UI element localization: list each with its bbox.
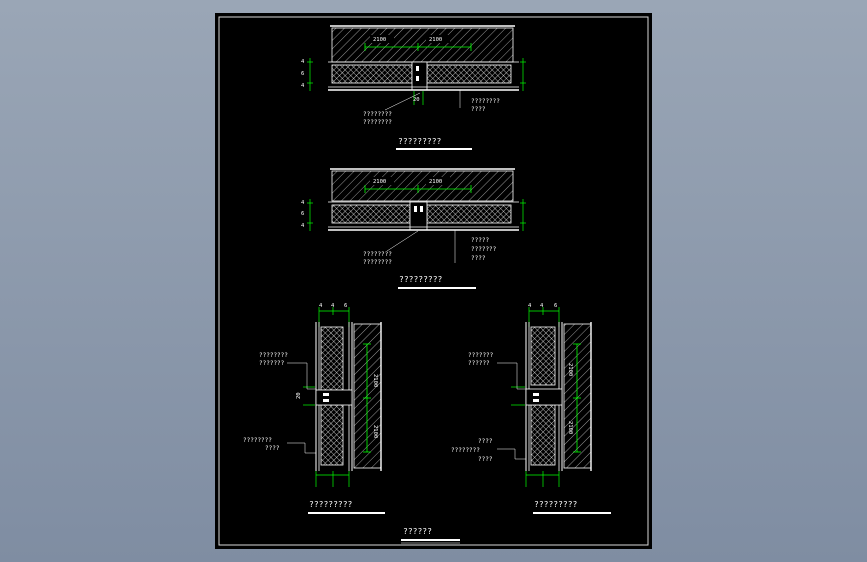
detail-3-title: ?????????: [309, 500, 353, 509]
glass-panel: [331, 64, 413, 84]
detail-4-top-dim: 4: [528, 303, 532, 309]
detail-1-note: ????????: [471, 98, 500, 105]
detail-2-small-dim: 4: [301, 200, 305, 206]
detail-3-note: ????: [265, 445, 280, 452]
detail-3-top-dim: 4: [331, 303, 335, 309]
detail-3-note: ???????: [259, 360, 285, 367]
detail-1: 2100 2100 4 6 4 20 ???????? ???????? ???…: [301, 25, 526, 150]
detail-4-note: ????: [478, 438, 493, 445]
detail-2-note: ???????: [471, 246, 497, 253]
detail-1-note: ????????: [363, 119, 392, 126]
detail-4: 4 4 6 2100 2100 ??????? ?????? ???? ????…: [451, 303, 611, 514]
detail-3-note: ????????: [259, 352, 288, 359]
detail-3-dim-top: 2100: [372, 374, 378, 387]
glass-panel: [331, 204, 411, 224]
drawing-title: ??????: [403, 527, 432, 536]
detail-3-top-dim: 6: [344, 303, 347, 309]
detail-4-top-dim: 6: [554, 303, 557, 309]
detail-3-gap: 20: [296, 392, 302, 399]
detail-3-note: ????????: [243, 437, 272, 444]
glass-panel: [320, 326, 344, 391]
detail-2-small-dim: 6: [301, 211, 304, 217]
detail-4-dim-bottom: 2100: [567, 421, 573, 434]
glass-panel: [320, 404, 344, 466]
detail-4-top-dim: 4: [540, 303, 544, 309]
detail-4-note: ??????: [468, 360, 490, 367]
detail-2-note: ?????: [471, 237, 489, 244]
detail-3-dim-bottom: 2100: [372, 425, 378, 438]
detail-1-dim-left: 2100: [373, 37, 386, 43]
detail-2-note: ????: [471, 255, 486, 262]
glass-panel: [426, 204, 512, 224]
detail-1-small-dim: 4: [301, 83, 305, 89]
detail-3: 4 4 6 2100 2100 20 ???????? ??????? ????…: [243, 303, 385, 514]
drawing-sheet: 2100 2100 4 6 4 20 ???????? ???????? ???…: [215, 13, 652, 549]
detail-2-note: ????????: [363, 251, 392, 258]
glass-panel: [426, 64, 512, 84]
detail-1-small-dim: 6: [301, 71, 304, 77]
detail-1-gap: 20: [413, 97, 420, 103]
detail-2-small-dim: 4: [301, 223, 305, 229]
detail-4-title: ?????????: [534, 500, 578, 509]
detail-1-small-dim: 4: [301, 59, 305, 65]
detail-2-note: ????????: [363, 259, 392, 266]
detail-2-dim-left: 2100: [373, 179, 386, 185]
detail-3-top-dim: 4: [319, 303, 323, 309]
glass-panel: [530, 404, 556, 466]
cad-drawing: 2100 2100 4 6 4 20 ???????? ???????? ???…: [218, 16, 649, 546]
detail-2: 2100 2100 4 6 4 ???????? ???????? ????? …: [301, 168, 526, 289]
sheet-frame: [218, 16, 649, 546]
detail-1-title: ?????????: [398, 137, 442, 146]
detail-1-note: ????????: [363, 111, 392, 118]
detail-2-title: ?????????: [399, 275, 443, 284]
detail-1-note: ????: [471, 106, 486, 113]
detail-4-dim-top: 2100: [567, 363, 573, 376]
detail-2-dim-right: 2100: [429, 179, 442, 185]
detail-4-note: ???????: [468, 352, 494, 359]
detail-4-note: ????: [478, 456, 493, 463]
detail-1-dim-right: 2100: [429, 37, 442, 43]
glass-panel: [530, 326, 556, 386]
detail-4-note: ????????: [451, 447, 480, 454]
